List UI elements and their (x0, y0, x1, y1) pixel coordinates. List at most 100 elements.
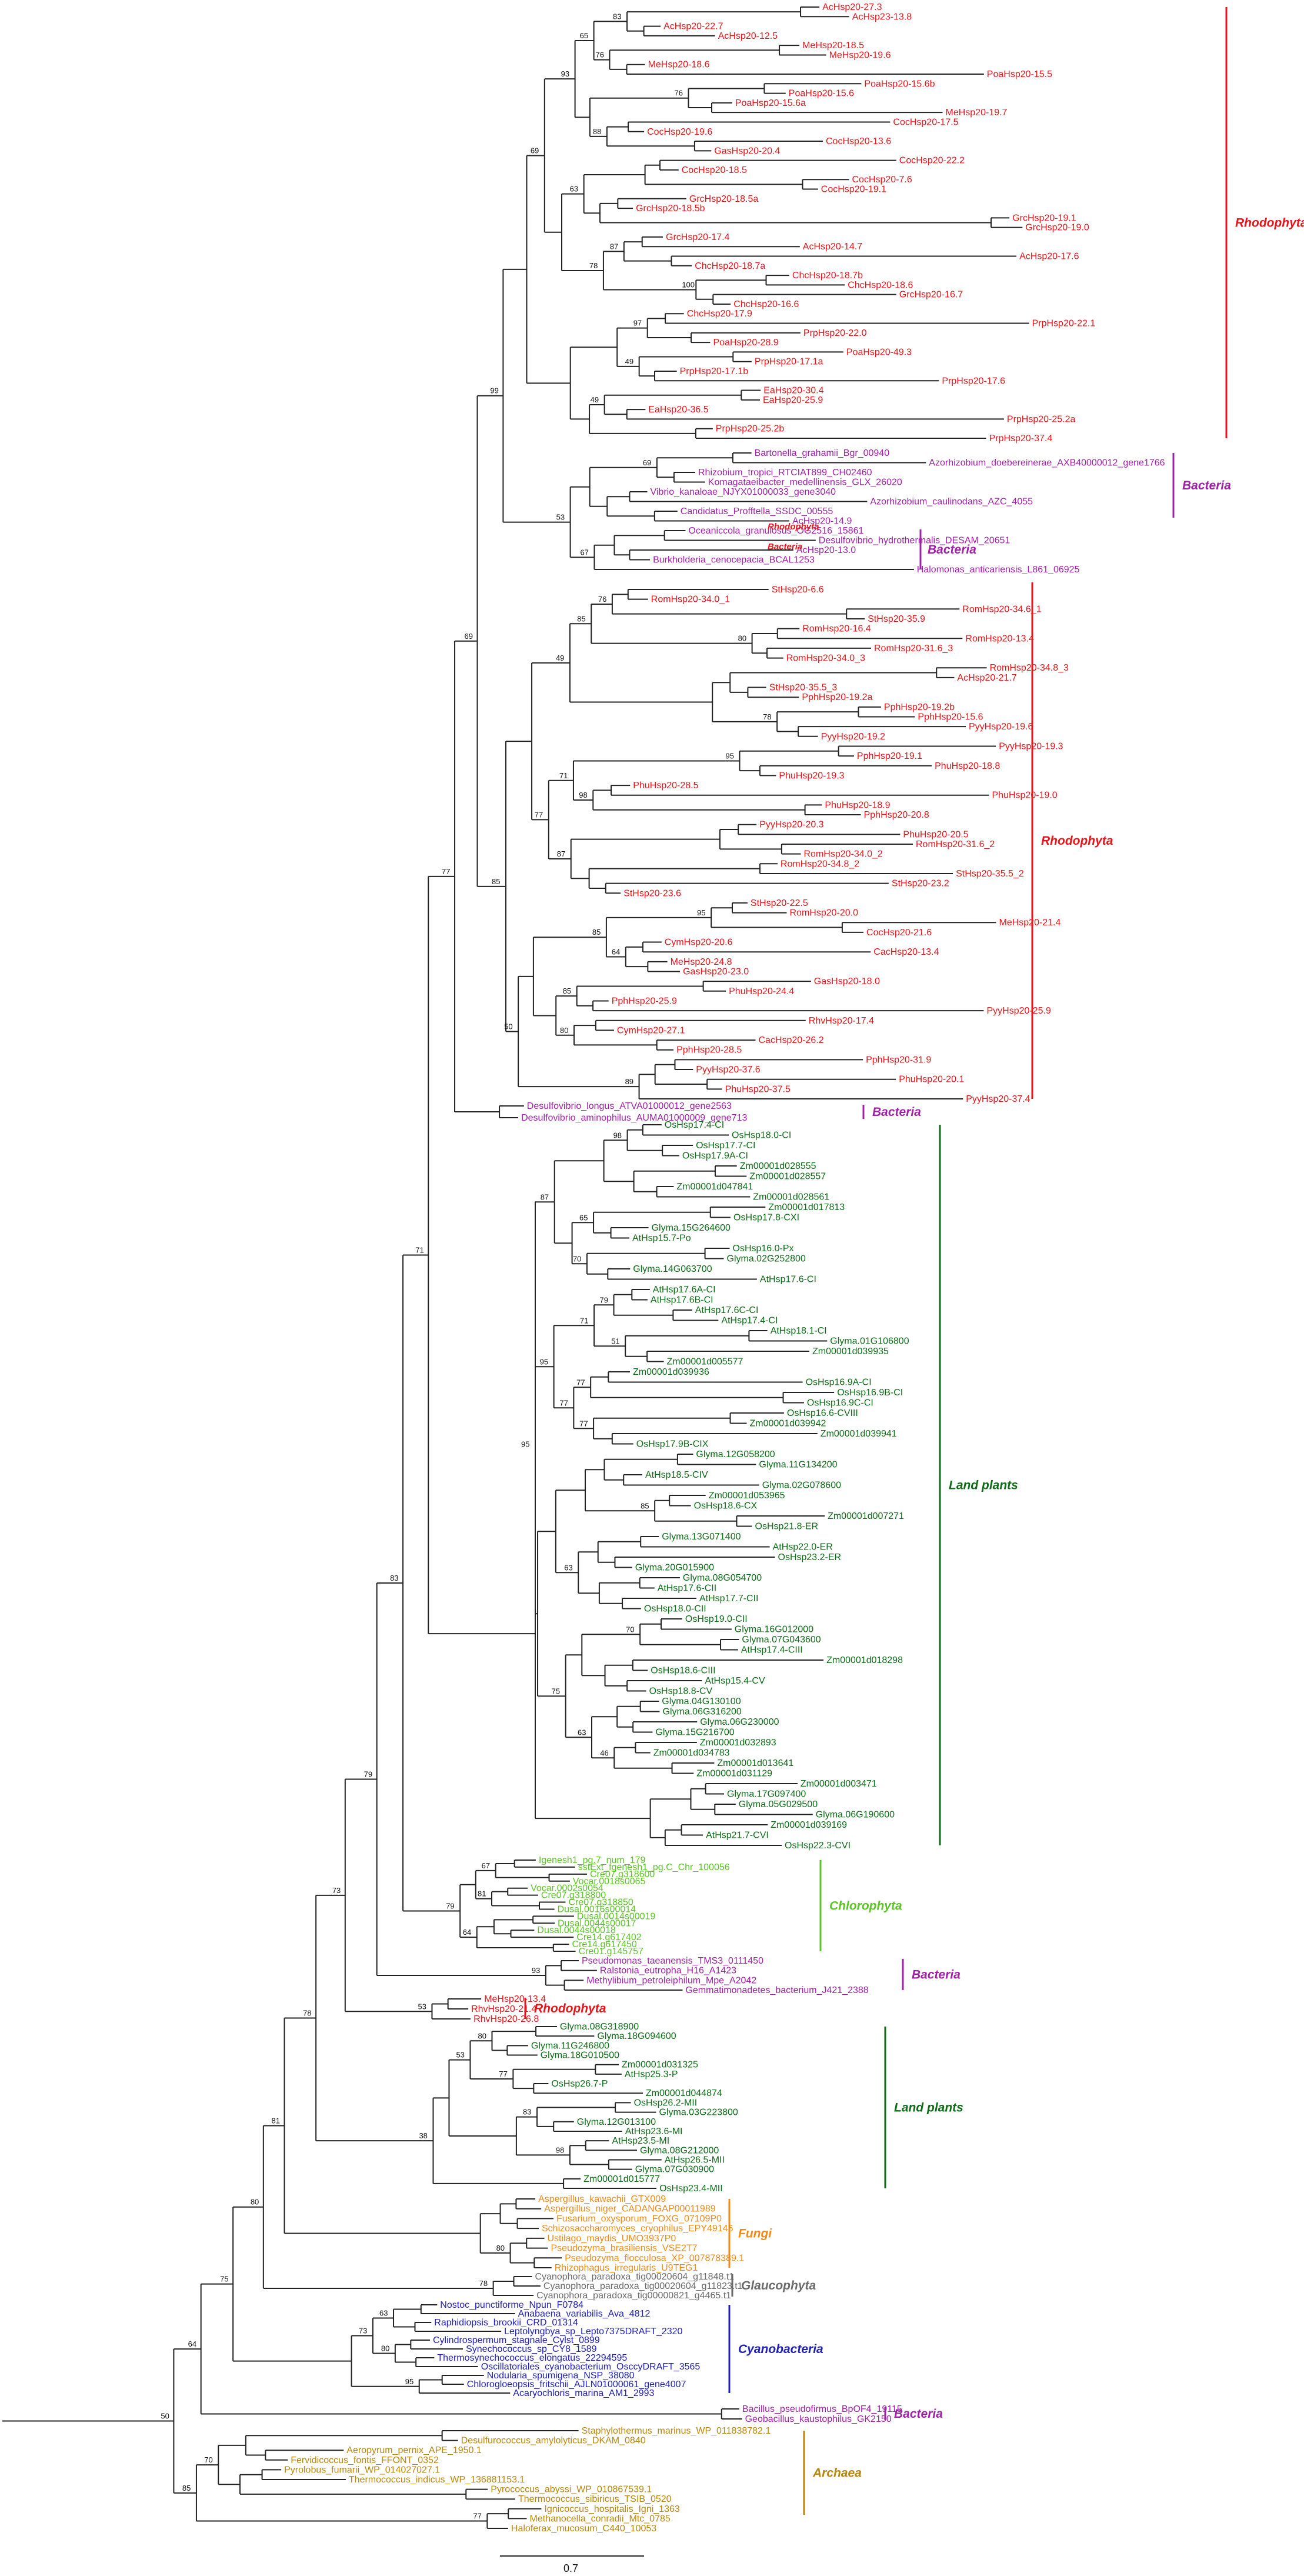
support-value: 70 (626, 1625, 634, 1634)
leaf-label: Pyrococcus_abyssi_WP_010867539.1 (491, 2485, 652, 2495)
leaf-label: Zm00001d039935 (812, 1347, 889, 1357)
support-value: 65 (579, 1213, 588, 1222)
leaf-label: EaHsp20-36.5 (648, 405, 708, 415)
support-value: 76 (595, 51, 603, 59)
support-value: 50 (504, 1022, 512, 1031)
leaf-label: OsHsp16.6-CVIII (787, 1408, 858, 1418)
leaf-label: OsHsp17.9A-CI (682, 1151, 748, 1161)
leaf-label: Zm00001d053965 (709, 1491, 785, 1501)
leaf-label: Desulfovibrio_aminophilus_AUMA01000009_g… (521, 1113, 747, 1123)
support-value: 95 (521, 1439, 529, 1448)
leaf-label: GasHsp20-18.0 (814, 977, 880, 987)
leaf-label: PphHsp20-25.9 (612, 997, 677, 1007)
support-value: 63 (379, 2309, 388, 2318)
leaf-label: Glyma.08G212000 (640, 2145, 719, 2155)
leaf-label: Glyma.13G071400 (662, 1532, 741, 1542)
leaf-label: RomHsp20-34.8_2 (781, 859, 859, 869)
leaf-label: Cre07.g318800 (541, 1891, 606, 1901)
leaf-label: Cyanophora_paradoxa_tig00020604_g11823.t… (543, 2281, 743, 2291)
leaf-label: Ignicoccus_hospitalis_Igni_1363 (544, 2504, 679, 2514)
leaf-label: CacHsp20-13.4 (873, 947, 939, 957)
leaf-label: PphHsp20-20.8 (864, 810, 929, 820)
leaf-label: CocHsp20-17.5 (893, 118, 958, 128)
leaf-label: Gemmatimonadetes_bacterium_J421_2388 (685, 1985, 868, 1995)
support-value: 51 (611, 1337, 619, 1345)
support-value: 80 (560, 1026, 568, 1035)
clade-label: Rhodophyta (534, 2002, 606, 2015)
leaf-label: MeHsp20-24.8 (671, 957, 732, 967)
support-value: 95 (726, 751, 734, 760)
leaf-label: Chlorogloeopsis_fritschii_AJLN01000061_g… (467, 2380, 686, 2390)
support-value: 53 (418, 2002, 426, 2011)
leaf-label: Synechococcus_sp_CY8_1589 (466, 2344, 596, 2354)
leaf-label: Vibrio_kanaloae_NJYX01000033_gene3040 (651, 487, 836, 497)
leaf-label: Oceaniccola_granulosus_OG2516_15861 (688, 526, 863, 536)
leaf-label: Glyma.04G130100 (662, 1697, 741, 1707)
leaf-label: ChcHsp20-18.6 (848, 280, 913, 290)
leaf-label: RomHsp20-34.0_2 (804, 849, 883, 859)
leaf-label: MeHsp20-21.4 (999, 918, 1061, 928)
support-value: 79 (600, 1295, 608, 1304)
support-value: 53 (456, 2051, 464, 2060)
leaf-label: Glyma.07G043600 (742, 1635, 821, 1645)
leaf-label: PhuHsp20-28.5 (633, 781, 698, 791)
leaf-label: Zm00001d044874 (646, 2088, 722, 2098)
support-value: 100 (682, 281, 695, 289)
support-value: 81 (272, 2116, 280, 2125)
leaf-label: AtHsp17.4-CIII (741, 1645, 803, 1655)
scale-bar-label: 0.7 (563, 2562, 578, 2574)
clade-label: Bacteria (1182, 479, 1231, 492)
leaf-label: Glyma.20G015900 (635, 1563, 714, 1573)
support-value: 69 (464, 632, 472, 641)
leaf-label: OsHsp17.7-CI (696, 1141, 755, 1151)
support-value: 80 (381, 2344, 389, 2353)
support-value: 85 (563, 987, 571, 995)
leaf-label: StHsp20-35.9 (868, 614, 925, 624)
leaf-label: Vocar.0002s0054 (531, 1884, 603, 1894)
leaf-label: StHsp20-22.5 (751, 898, 808, 908)
leaf-label: RhvHsp20-17.4 (809, 1016, 874, 1026)
support-value: 98 (579, 791, 587, 799)
leaf-label: Vocar.0018s0065 (573, 1877, 646, 1887)
leaf-label: GasHsp20-20.4 (714, 146, 780, 156)
leaf-label: Pseudozyma_brasiliensis_VSE2T7 (551, 2244, 698, 2254)
leaf-label: Ustilago_maydis_UMO3937P0 (548, 2234, 676, 2244)
clade-label: Bacteria (894, 2407, 943, 2421)
leaf-label: GrcHsp20-18.5a (689, 194, 758, 204)
leaf-label: ChcHsp20-16.6 (733, 299, 799, 309)
leaf-label: RomHsp20-20.0 (790, 908, 859, 918)
support-value: 89 (625, 1077, 633, 1086)
support-value: 80 (251, 2198, 259, 2207)
leaf-label: Glyma.05G029500 (739, 1799, 818, 1809)
clade-label: Glaucophyta (741, 2279, 816, 2292)
leaf-label: Bartonella_grahamii_Bgr_00940 (755, 448, 890, 458)
leaf-label: StHsp20-35.5_3 (769, 683, 838, 693)
leaf-label: AtHsp26.5-MII (665, 2155, 725, 2165)
leaf-label: Zm00001d015777 (583, 2174, 660, 2184)
leaf-label: Raphidiopsis_brookii_CRD_01314 (434, 2318, 578, 2328)
clade-label: Land plants (949, 1479, 1018, 1492)
leaf-label: Desulfovibrio_longus_ATVA01000012_gene25… (527, 1101, 732, 1111)
leaf-label: AtHsp17.6B-CI (651, 1295, 713, 1305)
leaf-label: PhuHsp20-18.9 (825, 800, 890, 810)
leaf-label: OsHsp21.8-ER (755, 1522, 819, 1532)
leaf-label: Zm00001d032893 (700, 1738, 776, 1748)
leaf-label: Cyanophora_paradoxa_tig00000821_g4465.t1 (536, 2291, 731, 2301)
leaf-label: Zm00001d039941 (821, 1429, 897, 1439)
clade-label: Cyanobacteria (738, 2342, 823, 2356)
leaf-label: PhuHsp20-24.4 (729, 987, 794, 997)
support-value: 67 (580, 548, 588, 556)
support-value: 78 (479, 2279, 488, 2288)
clade-label: Rhodophyta (1041, 834, 1113, 848)
leaf-label: CocHsp20-19.6 (647, 127, 712, 137)
support-value: 63 (570, 185, 578, 194)
leaf-label: OsHsp16.0-Px (733, 1244, 794, 1254)
leaf-label: OsHsp23.2-ER (778, 1552, 842, 1562)
support-value: 69 (643, 458, 651, 467)
leaf-label: PhuHsp20-18.8 (935, 761, 1000, 771)
leaf-label: CocHsp20-21.6 (866, 928, 932, 938)
support-value: 77 (499, 2070, 507, 2078)
leaf-label: AtHsp17.7-CII (699, 1594, 758, 1604)
leaf-label: OsHsp18.8-CV (649, 1687, 713, 1697)
support-value: 46 (600, 1748, 608, 1757)
